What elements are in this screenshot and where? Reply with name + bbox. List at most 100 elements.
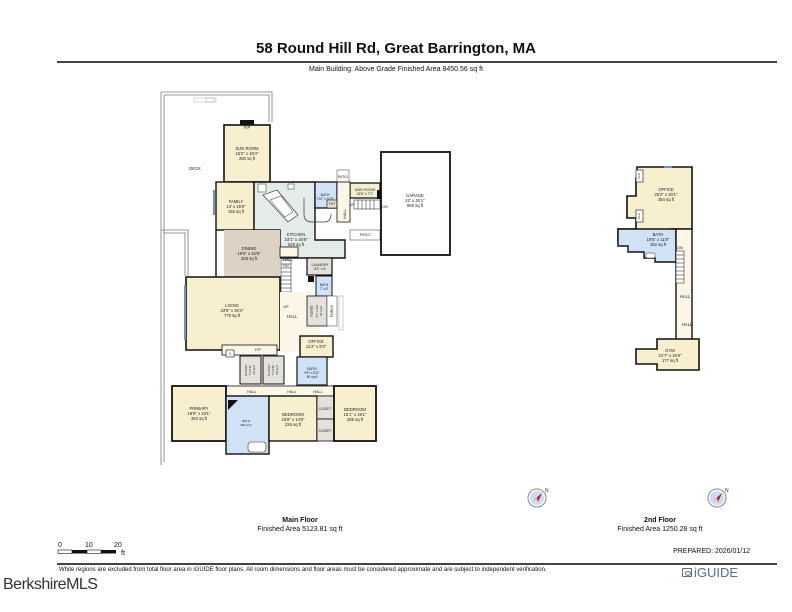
svg-text:0: 0	[58, 542, 62, 549]
prepared-date: PREPARED: 2026/01/12	[673, 548, 750, 555]
svg-text:N: N	[545, 488, 549, 494]
svg-text:10: 10	[85, 542, 93, 549]
svg-text:CLOSET: CLOSET	[267, 364, 271, 376]
svg-text:CLOSET: CLOSET	[244, 364, 248, 376]
svg-text:PATIO: PATIO	[338, 175, 348, 179]
svg-text:PRIMARY: PRIMARY	[189, 406, 208, 411]
svg-text:18'6" x 16'8": 18'6" x 16'8"	[238, 251, 261, 256]
svg-text:HALL: HALL	[287, 390, 297, 394]
svg-text:280 sq ft: 280 sq ft	[239, 156, 256, 161]
svg-text:UP: UP	[350, 203, 356, 207]
iguide-camera-icon	[682, 568, 692, 577]
svg-text:69 sq ft: 69 sq ft	[275, 365, 279, 374]
svg-text:PORCH: PORCH	[330, 304, 334, 317]
svg-text:285 sq ft: 285 sq ft	[347, 417, 364, 422]
svg-text:13' x 15'9": 13' x 15'9"	[226, 204, 246, 209]
svg-text:HALL: HALL	[682, 322, 693, 327]
svg-text:PNT: PNT	[329, 202, 335, 206]
scale-bar: 0 10 20 ft	[57, 542, 125, 557]
svg-text:HALL: HALL	[680, 294, 691, 299]
svg-text:529 sq ft: 529 sq ft	[288, 242, 305, 247]
iguide-logo-text: iGUIDE	[694, 565, 739, 580]
disclaimer-text: White regions are excluded from total fl…	[59, 567, 547, 573]
svg-text:BATH: BATH	[321, 193, 330, 197]
svg-text:779 sq ft: 779 sq ft	[224, 313, 241, 318]
second-floor-title: 2nd Floor	[644, 517, 676, 524]
svg-text:18'9" x 19'1": 18'9" x 19'1"	[188, 411, 211, 416]
svg-text:61 sq ft: 61 sq ft	[319, 306, 323, 316]
room-label-deck: DECK	[189, 166, 201, 171]
svg-text:C: C	[229, 352, 232, 356]
svg-text:11'2" x 9'3": 11'2" x 9'3"	[306, 344, 327, 349]
svg-text:HALL: HALL	[343, 209, 347, 219]
svg-text:177 sq ft: 177 sq ft	[662, 358, 679, 363]
svg-text:N: N	[725, 488, 729, 494]
svg-text:BEDROOM: BEDROOM	[344, 407, 366, 412]
svg-text:SUN ROOM: SUN ROOM	[235, 146, 259, 151]
main-floor-room-labels: DECK F/P SUN ROOM 15'2" x 18'4" 280 sq f…	[188, 125, 426, 433]
svg-text:OFFICE: OFFICE	[658, 187, 674, 192]
svg-text:15'2" x 18'4": 15'2" x 18'4"	[236, 151, 259, 156]
svg-text:HALL: HALL	[247, 390, 257, 394]
page-subtitle: Main Building: Above Grade Finished Area…	[309, 66, 483, 73]
svg-text:DN: DN	[382, 205, 388, 209]
svg-text:9'8" x 8'11": 9'8" x 8'11"	[304, 371, 319, 375]
svg-text:226 sq ft: 226 sq ft	[285, 422, 302, 427]
svg-text:UP: UP	[283, 305, 289, 309]
svg-text:806 sq ft: 806 sq ft	[407, 203, 424, 208]
svg-text:384 sq ft: 384 sq ft	[658, 197, 675, 202]
second-floor-room-labels: OFFICE 25'2" x 20'1" 384 sq ft CLO CLO B…	[637, 172, 693, 363]
svg-text:20: 20	[114, 542, 122, 549]
main-floor-plan	[160, 91, 451, 465]
svg-text:15'8" x 7'2": 15'8" x 7'2"	[357, 192, 375, 196]
svg-text:LAUNDRY: LAUNDRY	[311, 263, 329, 267]
svg-text:F/P: F/P	[255, 348, 261, 352]
compass-main-floor-icon: N	[527, 488, 549, 508]
svg-text:7' x 8': 7' x 8'	[320, 287, 329, 291]
compass-second-floor-icon: N	[707, 488, 729, 508]
second-floor-area: Finished Area 1250.28 sq ft	[617, 526, 703, 533]
svg-text:22' x 35'1": 22' x 35'1"	[405, 198, 425, 203]
svg-text:MUD ROOM: MUD ROOM	[355, 188, 375, 192]
svg-text:BEDROOM: BEDROOM	[282, 412, 304, 417]
svg-text:192 sq ft: 192 sq ft	[228, 209, 245, 214]
svg-text:69 sq ft: 69 sq ft	[252, 365, 256, 374]
svg-text:HALL: HALL	[287, 314, 298, 319]
svg-text:CLO: CLO	[637, 172, 641, 179]
berkshire-mls-logo: BerkshireMLS	[3, 576, 98, 593]
svg-text:PATIO: PATIO	[360, 233, 371, 237]
svg-text:LIVING: LIVING	[225, 303, 239, 308]
svg-text:BATH: BATH	[320, 283, 329, 287]
main-floor-title: Main Floor	[282, 517, 318, 524]
svg-text:FAMILY: FAMILY	[229, 199, 244, 204]
svg-text:269 sq ft: 269 sq ft	[240, 423, 252, 427]
svg-text:152 sq ft: 152 sq ft	[650, 242, 667, 247]
svg-text:352 sq ft: 352 sq ft	[191, 416, 208, 421]
svg-text:CLOSET: CLOSET	[319, 407, 332, 411]
svg-text:BATH: BATH	[242, 419, 250, 423]
svg-text:BATH: BATH	[653, 232, 664, 237]
svg-text:DN: DN	[283, 264, 289, 268]
svg-text:15'8" x 14'8": 15'8" x 14'8"	[282, 417, 305, 422]
svg-text:6'7" x 9'9": 6'7" x 9'9"	[315, 304, 319, 317]
svg-text:7' x 9'11": 7' x 9'11"	[271, 364, 275, 375]
svg-text:GYM: GYM	[665, 348, 675, 353]
svg-text:21'7" x 15'9": 21'7" x 15'9"	[659, 353, 682, 358]
svg-text:FOYER: FOYER	[310, 305, 314, 317]
svg-text:33'1" x 26'8": 33'1" x 26'8"	[285, 237, 308, 242]
svg-text:80 sq ft: 80 sq ft	[307, 375, 318, 379]
svg-text:OFFICE: OFFICE	[308, 339, 324, 344]
main-floor-caption: Main Floor Finished Area 5123.81 sq ft	[200, 516, 400, 534]
svg-text:HALL: HALL	[313, 390, 323, 394]
svg-text:F/P: F/P	[244, 125, 251, 130]
svg-text:308 sq ft: 308 sq ft	[241, 256, 258, 261]
svg-text:HALL: HALL	[283, 258, 293, 262]
svg-text:DN: DN	[677, 246, 683, 250]
svg-text:GARAGE: GARAGE	[406, 193, 424, 198]
svg-text:8'4" x 8': 8'4" x 8'	[314, 267, 326, 271]
main-floor-area: Finished Area 5123.81 sq ft	[257, 526, 343, 533]
svg-text:18'5" x 11'8": 18'5" x 11'8"	[647, 237, 670, 242]
second-floor-caption: 2nd Floor Finished Area 1250.28 sq ft	[570, 516, 750, 534]
iguide-logo: iGUIDE	[682, 565, 738, 580]
